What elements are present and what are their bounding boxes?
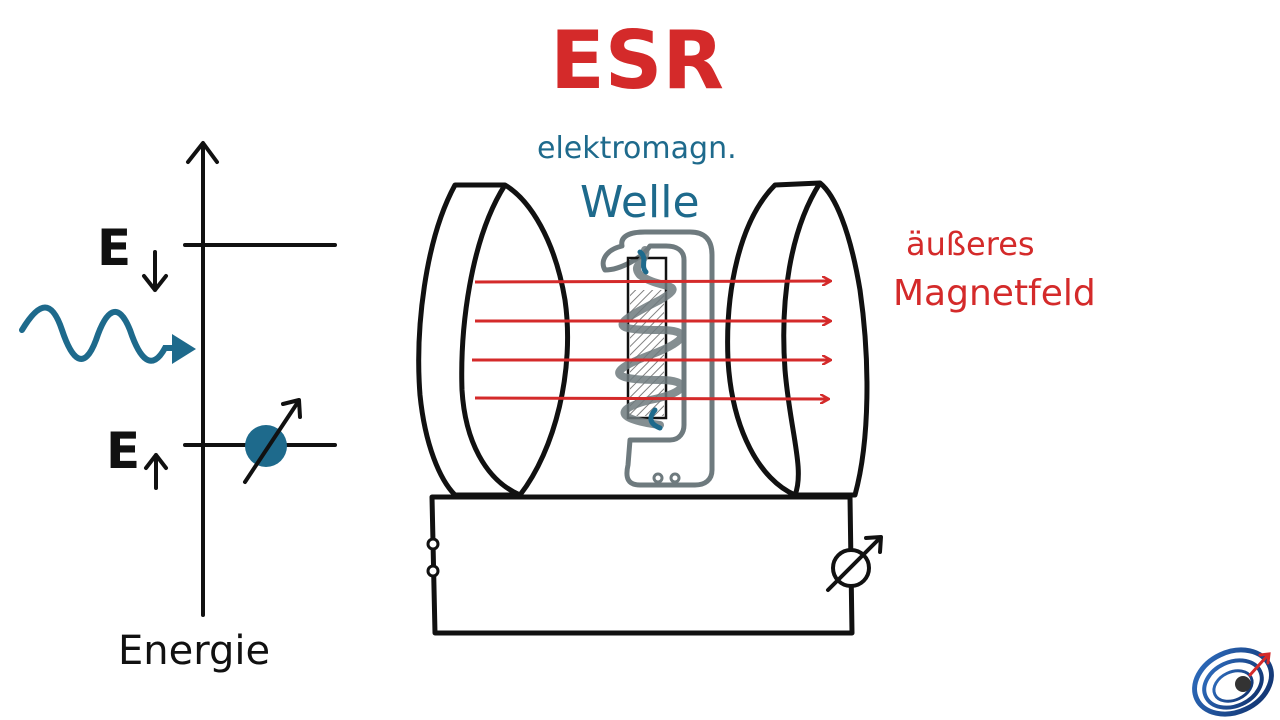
field-arrow-4 bbox=[474, 398, 828, 399]
globe-logo-icon bbox=[1192, 647, 1274, 717]
wave-icon bbox=[19, 304, 183, 364]
energy-axis-label: Energie bbox=[118, 628, 270, 674]
e-up-label: E bbox=[106, 422, 140, 480]
left-magnet-pole bbox=[416, 182, 571, 498]
spin-up-arrow-icon bbox=[144, 453, 168, 490]
electron-spin-arrow bbox=[243, 398, 302, 484]
wave-label-line1: elektromagn. bbox=[537, 131, 737, 166]
wave-arrowhead bbox=[172, 334, 196, 364]
left-magnet-face bbox=[459, 183, 522, 498]
spin-down-arrow-icon bbox=[142, 250, 168, 292]
energy-level-diagram: E E Energie bbox=[19, 141, 337, 674]
resonator-coil-accent bbox=[637, 249, 663, 431]
energy-axis-arrowhead bbox=[186, 141, 219, 164]
field-label-line2: Magnetfeld bbox=[893, 273, 1096, 314]
field-label-line1: äußeres bbox=[906, 225, 1035, 263]
wave-label-line2: Welle bbox=[580, 177, 700, 228]
terminal-top bbox=[426, 537, 440, 551]
terminal-bottom bbox=[426, 564, 440, 578]
base-circuit-box bbox=[429, 494, 855, 636]
sample-port-2 bbox=[669, 472, 681, 484]
diagram-title: ESR bbox=[550, 14, 724, 107]
sample-port-1 bbox=[652, 472, 664, 484]
esr-apparatus bbox=[416, 180, 883, 636]
variable-resistor-icon bbox=[826, 535, 883, 592]
e-down-label: E bbox=[97, 219, 131, 277]
field-arrow-1 bbox=[474, 281, 830, 282]
right-magnet-face bbox=[781, 181, 823, 496]
